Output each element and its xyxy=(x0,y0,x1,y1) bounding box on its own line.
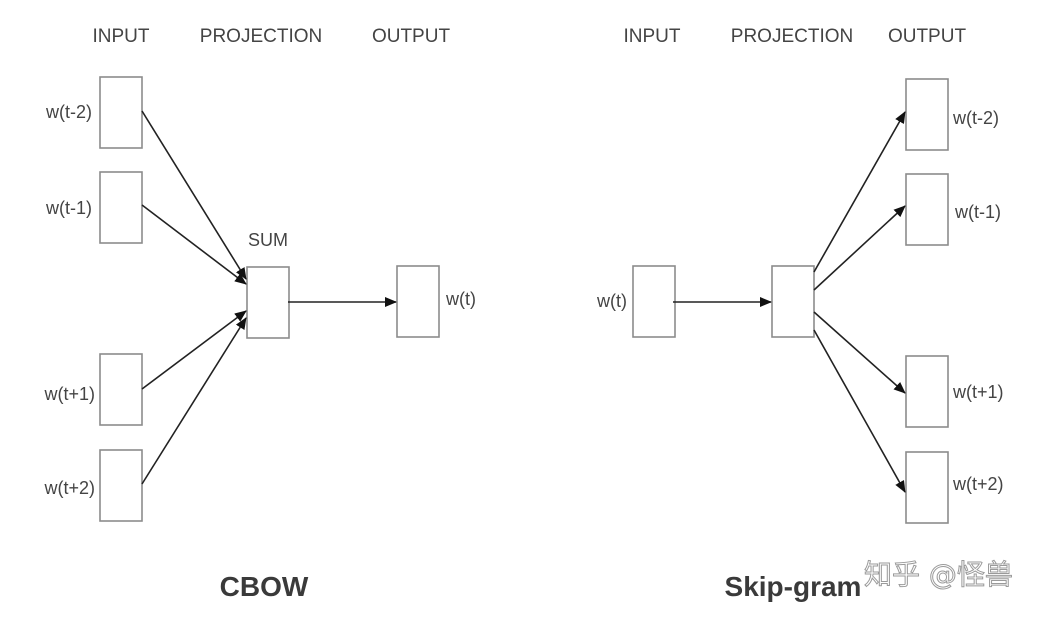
skipgram-title: Skip-gram xyxy=(725,571,862,602)
skipgram-projection-node xyxy=(771,265,815,338)
cbow-output-header: OUTPUT xyxy=(372,26,451,47)
skipgram-edge-arrow xyxy=(813,205,906,291)
skipgram-input-node xyxy=(632,265,676,338)
cbow-input-header: INPUT xyxy=(93,26,150,47)
cbow-projection-header: PROJECTION xyxy=(200,26,322,47)
skipgram-model: INPUT PROJECTION OUTPUT w(t) w(t-2) w(t-… xyxy=(596,26,1004,602)
cbow-output-node xyxy=(396,265,440,338)
cbow-input-node-t-2 xyxy=(99,76,143,149)
cbow-input-label: w(t-1) xyxy=(45,198,92,218)
cbow-edge-arrow xyxy=(141,310,247,390)
skipgram-output-node-t-2 xyxy=(905,78,949,151)
cbow-input-node-t-1 xyxy=(99,171,143,244)
skipgram-output-label: w(t-2) xyxy=(952,108,999,128)
skipgram-edge-arrow xyxy=(813,311,906,394)
cbow-projection-node xyxy=(246,266,290,339)
cbow-output-label: w(t) xyxy=(445,289,476,309)
skipgram-projection-header: PROJECTION xyxy=(731,26,853,47)
skipgram-input-label: w(t) xyxy=(596,291,627,311)
skipgram-output-label: w(t+1) xyxy=(952,382,1004,402)
skipgram-edge-arrow xyxy=(813,329,906,493)
skipgram-output-node-t+1 xyxy=(905,355,949,428)
watermark: 知乎 @怪兽 xyxy=(864,558,1013,591)
cbow-edge-arrow xyxy=(141,317,247,485)
cbow-input-label: w(t+1) xyxy=(43,384,95,404)
skipgram-output-label: w(t-1) xyxy=(954,202,1001,222)
skipgram-edge-arrow xyxy=(813,111,906,273)
cbow-edge-arrow xyxy=(141,110,247,280)
cbow-input-node-t+2 xyxy=(99,449,143,522)
skipgram-output-node-t-1 xyxy=(905,173,949,246)
skipgram-output-header: OUTPUT xyxy=(888,26,967,47)
cbow-input-node-t+1 xyxy=(99,353,143,426)
skipgram-output-node-t+2 xyxy=(905,451,949,524)
cbow-input-label: w(t-2) xyxy=(45,102,92,122)
cbow-sum-label: SUM xyxy=(248,230,288,250)
cbow-title: CBOW xyxy=(220,571,309,602)
cbow-edge-arrow xyxy=(141,204,247,285)
skipgram-input-header: INPUT xyxy=(624,26,681,47)
skipgram-output-label: w(t+2) xyxy=(952,474,1004,494)
cbow-input-label: w(t+2) xyxy=(43,478,95,498)
cbow-model: INPUT PROJECTION OUTPUT w(t-2) w(t-1) w(… xyxy=(43,26,476,602)
